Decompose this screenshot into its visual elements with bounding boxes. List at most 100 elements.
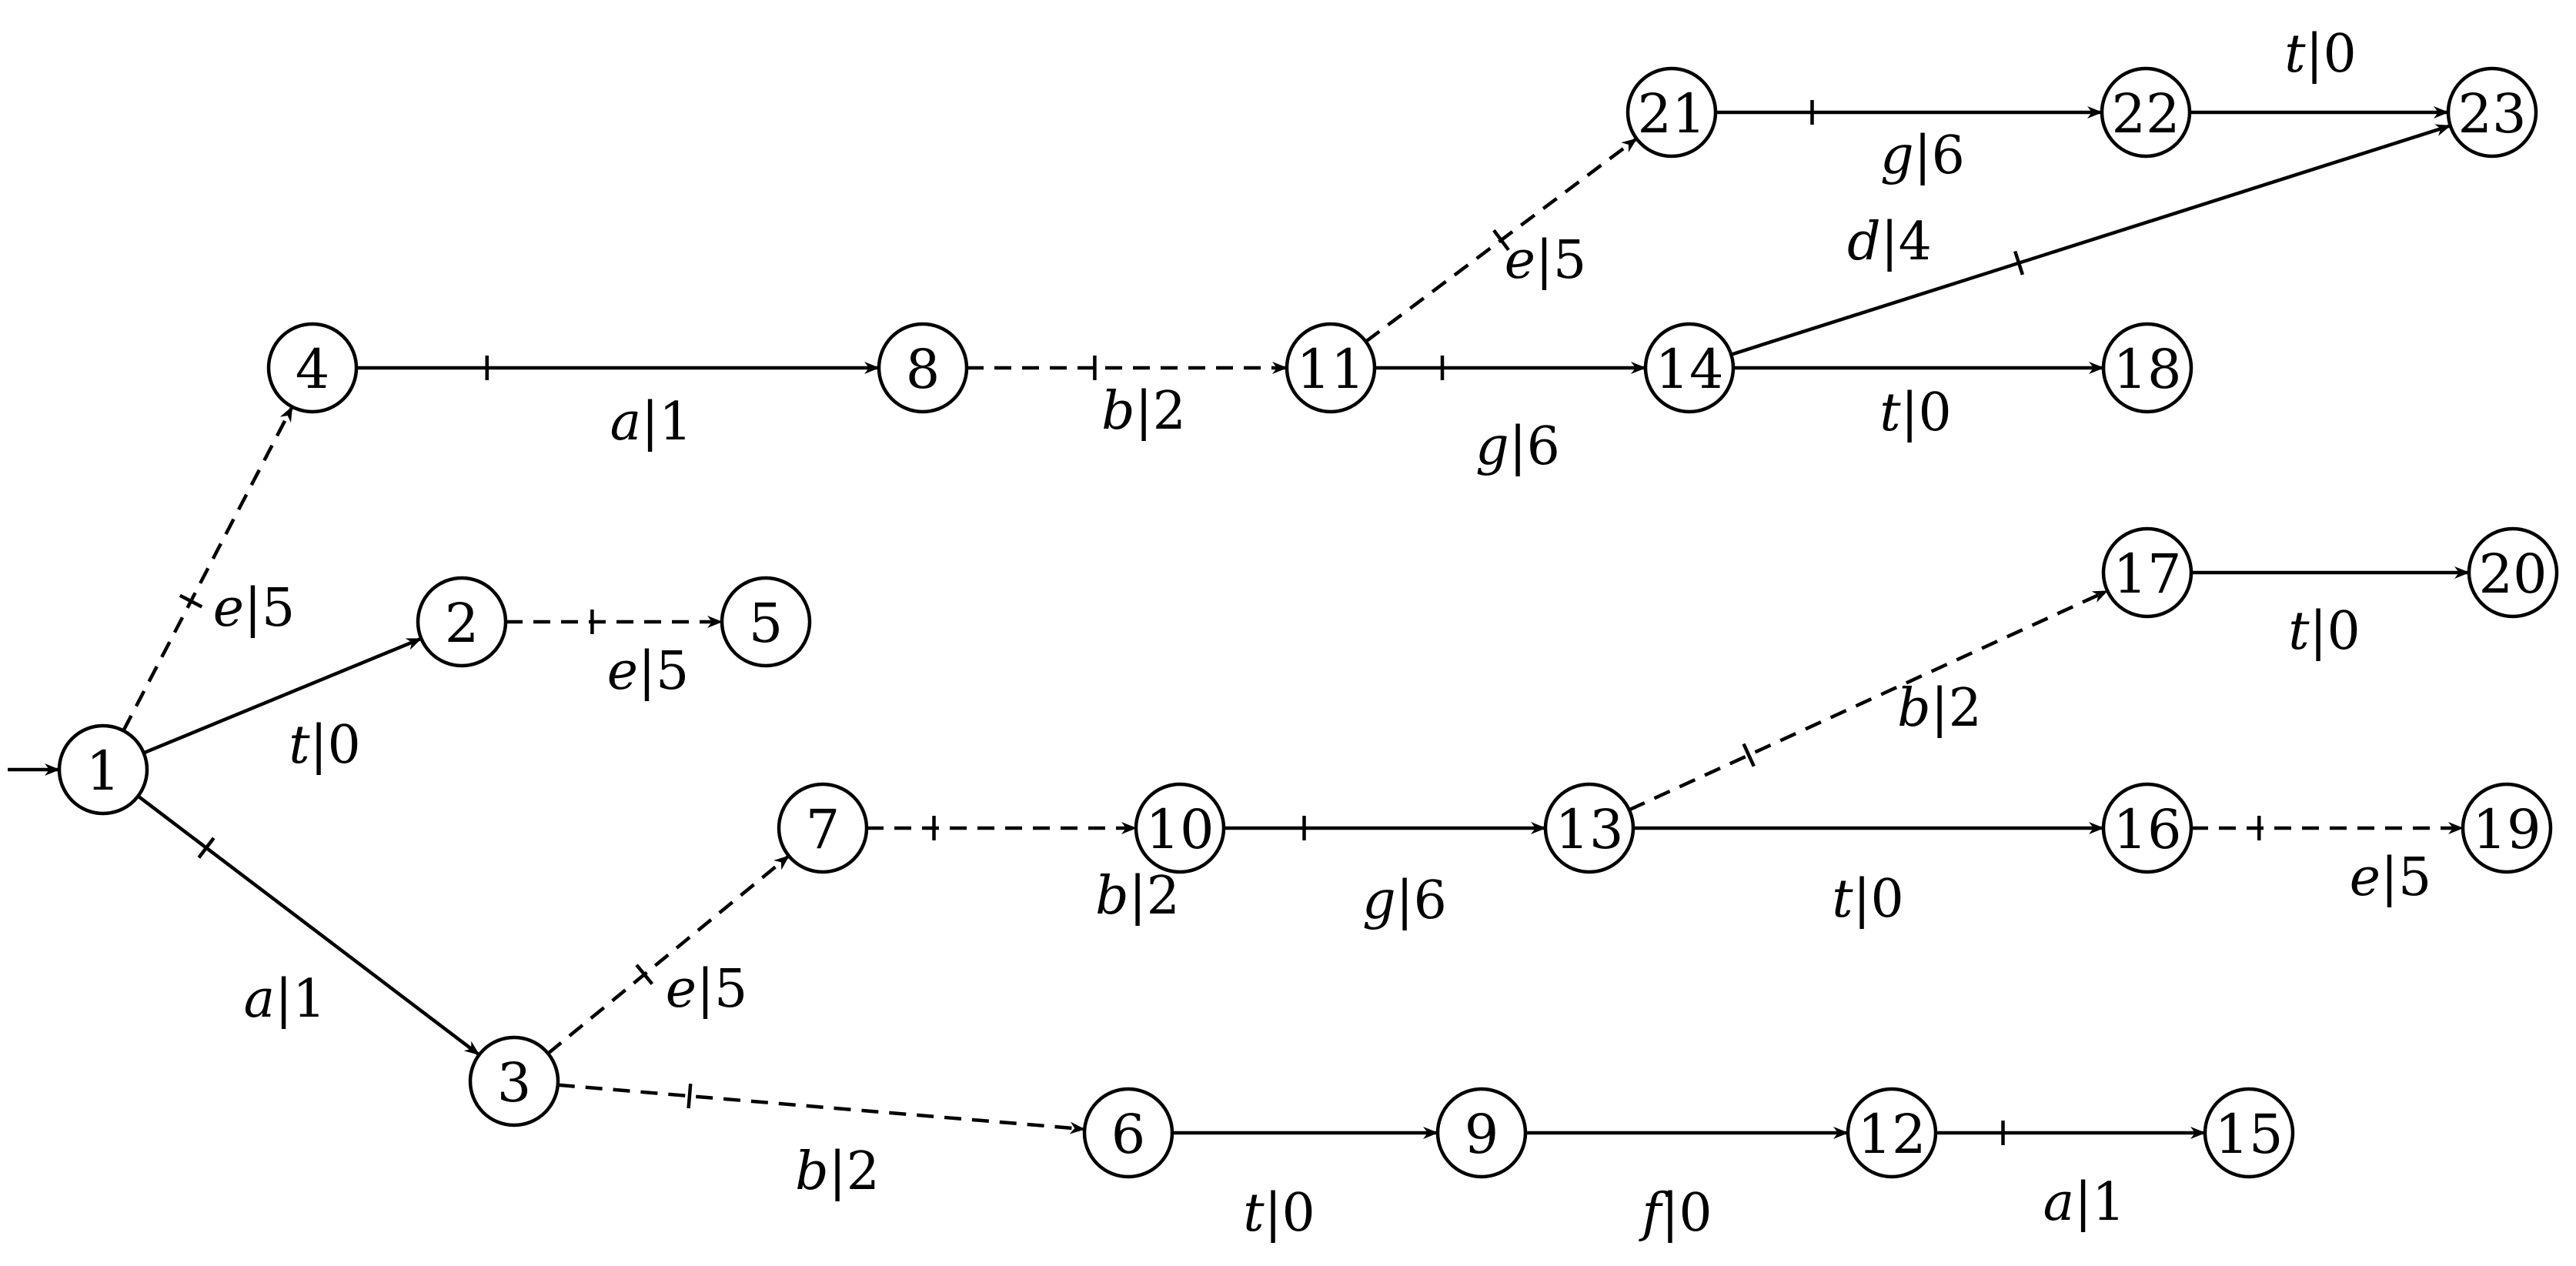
edge-cost: 5 <box>262 578 295 639</box>
edge-separator: | <box>1396 870 1414 931</box>
edge-symbol: t <box>289 715 310 776</box>
state-node-9: 9 <box>1435 1087 1528 1179</box>
edge-symbol: b <box>795 1141 829 1202</box>
edge-separator: | <box>638 641 656 702</box>
state-label: 14 <box>1655 338 1723 401</box>
state-label: 5 <box>749 592 783 655</box>
edge-3-6 <box>557 1083 1086 1134</box>
edge-cost: 1 <box>292 969 326 1030</box>
state-label: 8 <box>906 338 941 401</box>
edge-label-12-15: a|1 <box>2043 1172 2126 1233</box>
edge-separator: | <box>1661 1183 1679 1244</box>
edge-separator: | <box>1509 416 1527 477</box>
state-node-16: 16 <box>2101 782 2193 874</box>
edge-label-9-12: f|0 <box>1638 1183 1712 1244</box>
state-label: 13 <box>1555 798 1623 861</box>
state-label: 3 <box>497 1051 532 1114</box>
edge-separator: | <box>2306 24 2324 85</box>
edge-symbol: t <box>2288 601 2310 662</box>
state-circle <box>266 322 359 414</box>
state-circle <box>1285 322 1377 414</box>
edge-tick-3-6 <box>687 1084 693 1109</box>
state-node-12: 12 <box>1846 1087 1938 1179</box>
state-circle <box>1543 782 1635 874</box>
state-node-15: 15 <box>2203 1087 2295 1179</box>
edge-cost: 0 <box>1281 1183 1315 1244</box>
state-circle <box>2203 1087 2295 1179</box>
state-circle <box>57 723 149 816</box>
edge-cost: 1 <box>2092 1172 2125 1233</box>
state-node-20: 20 <box>2467 526 2559 619</box>
edge-cost: 0 <box>1918 382 1951 443</box>
edge-symbol: e <box>2350 847 2381 908</box>
state-label: 18 <box>2113 338 2181 401</box>
edge-label-7-10: b|2 <box>1095 866 1180 927</box>
edge-tick-14-23 <box>2013 250 2025 276</box>
state-node-18: 18 <box>2101 322 2193 414</box>
edge-symbol: e <box>213 578 244 639</box>
state-label: 11 <box>1296 338 1365 401</box>
edge-label-14-23: d|4 <box>1847 212 1932 272</box>
edge-symbol: g <box>1880 125 1914 186</box>
state-node-7: 7 <box>777 782 869 874</box>
edge-separator: | <box>1901 382 1919 443</box>
edge-symbol: e <box>607 641 638 702</box>
edge-cost: 6 <box>1414 870 1447 931</box>
edge-label-1-2: t|0 <box>289 715 361 776</box>
edge-symbol: t <box>2284 24 2306 85</box>
state-node-17: 17 <box>2101 526 2193 619</box>
state-circle <box>2100 66 2192 159</box>
state-label: 2 <box>445 592 479 655</box>
edge-tick-1-4 <box>179 593 203 609</box>
edge-separator: | <box>641 392 659 453</box>
state-circle <box>2101 322 2193 414</box>
edge-separator: | <box>1853 869 1871 930</box>
state-label: 6 <box>1111 1103 1146 1166</box>
state-circle <box>468 1035 560 1127</box>
edge-13-17 <box>1628 589 2109 812</box>
edge-label-17-20: t|0 <box>2288 601 2360 662</box>
state-node-13: 13 <box>1543 782 1635 874</box>
edge-cost: 6 <box>1527 416 1560 477</box>
state-node-3: 3 <box>468 1035 560 1127</box>
state-circle <box>2101 782 2193 874</box>
edges-layer <box>8 100 2470 1145</box>
edge-cost: 0 <box>1679 1183 1712 1244</box>
edge-separator: | <box>829 1141 847 1202</box>
edge-label-16-19: e|5 <box>2350 847 2431 908</box>
edge-separator: | <box>1135 381 1153 442</box>
edge-separator: | <box>1535 230 1553 291</box>
state-circle <box>2467 526 2559 619</box>
edge-cost: 5 <box>656 641 689 702</box>
edge-label-1-4: e|5 <box>213 578 295 639</box>
state-node-4: 4 <box>266 322 359 414</box>
state-circle <box>2446 66 2538 159</box>
edge-tick-11-21 <box>1492 229 1510 252</box>
state-circle <box>877 322 969 414</box>
edge-separator: | <box>244 578 262 639</box>
edge-cost: 0 <box>327 715 360 776</box>
edge-separator: | <box>310 715 328 776</box>
state-label: 7 <box>806 798 840 861</box>
edge-symbol: e <box>666 959 697 1020</box>
state-node-19: 19 <box>2461 782 2553 874</box>
edge-symbol: b <box>1101 381 1135 442</box>
edge-label-14-18: t|0 <box>1879 382 1952 443</box>
edge-label-13-17: b|2 <box>1897 678 1982 739</box>
state-circle <box>1435 1087 1528 1179</box>
edge-14-23 <box>1730 124 2451 356</box>
state-label: 15 <box>2214 1103 2283 1166</box>
state-node-8: 8 <box>877 322 969 414</box>
state-label: 4 <box>296 338 330 401</box>
edge-separator: | <box>1931 678 1949 739</box>
edge-symbol: t <box>1243 1183 1265 1244</box>
edge-cost: 6 <box>1932 125 1965 186</box>
state-node-11: 11 <box>1285 322 1377 414</box>
edge-tick-3-7 <box>635 964 654 985</box>
edge-label-11-14: g|6 <box>1475 416 1560 477</box>
edge-symbol: b <box>1095 866 1129 927</box>
edge-tick-1-3 <box>197 837 216 859</box>
edge-tick-13-17 <box>1742 743 1756 767</box>
edge-symbol: e <box>1505 230 1535 291</box>
